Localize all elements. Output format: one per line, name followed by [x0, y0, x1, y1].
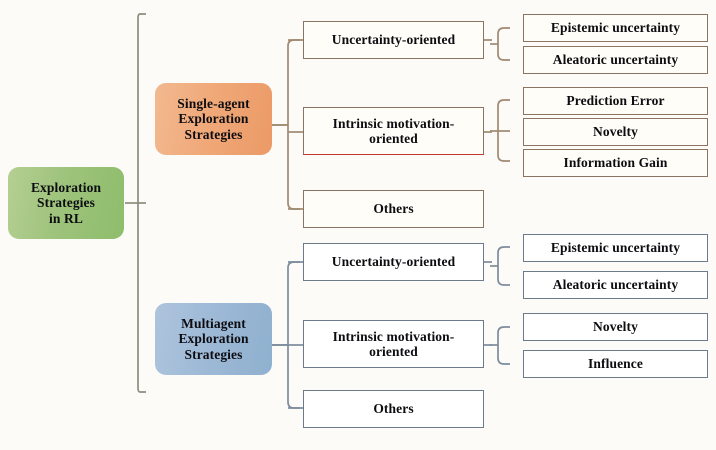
leaf-label: Novelty: [593, 124, 638, 140]
node-label: Uncertainty-oriented: [331, 32, 456, 48]
leaf-influence[interactable]: Influence: [523, 350, 708, 378]
leaf-label: Epistemic uncertainty: [550, 240, 681, 256]
node-single-agent-others[interactable]: Others: [303, 190, 484, 228]
leaf-information-gain[interactable]: Information Gain: [523, 149, 708, 177]
node-label: Intrinsic motivation-oriented: [332, 328, 455, 359]
node-multiagent-intrinsic-motivation-oriented[interactable]: Intrinsic motivation-oriented: [303, 320, 484, 368]
leaf-epistemic-uncertainty-single[interactable]: Epistemic uncertainty: [523, 14, 708, 42]
leaf-label: Information Gain: [563, 155, 668, 171]
leaf-label: Prediction Error: [566, 93, 665, 109]
node-label: Others: [373, 201, 414, 217]
leaf-aleatoric-uncertainty-multi[interactable]: Aleatoric uncertainty: [523, 271, 708, 299]
leaf-label: Aleatoric uncertainty: [552, 277, 679, 293]
node-single-agent-intrinsic-motivation-oriented[interactable]: Intrinsic motivation-oriented: [303, 107, 484, 155]
node-multiagent-others[interactable]: Others: [303, 390, 484, 428]
node-label: Uncertainty-oriented: [331, 254, 456, 270]
node-multiagent-uncertainty-oriented[interactable]: Uncertainty-oriented: [303, 243, 484, 281]
leaf-label: Novelty: [593, 319, 638, 335]
leaf-epistemic-uncertainty-multi[interactable]: Epistemic uncertainty: [523, 234, 708, 262]
leaf-novelty-single[interactable]: Novelty: [523, 118, 708, 146]
node-single-agent-uncertainty-oriented[interactable]: Uncertainty-oriented: [303, 21, 484, 59]
leaf-novelty-multi[interactable]: Novelty: [523, 313, 708, 341]
leaf-prediction-error[interactable]: Prediction Error: [523, 87, 708, 115]
node-label: Intrinsic motivation-oriented: [332, 115, 455, 146]
leaf-label: Aleatoric uncertainty: [552, 52, 679, 68]
node-label: Others: [373, 401, 414, 417]
leaf-label: Epistemic uncertainty: [550, 20, 681, 36]
leaf-aleatoric-uncertainty-single[interactable]: Aleatoric uncertainty: [523, 46, 708, 74]
leaf-label: Influence: [588, 356, 643, 372]
